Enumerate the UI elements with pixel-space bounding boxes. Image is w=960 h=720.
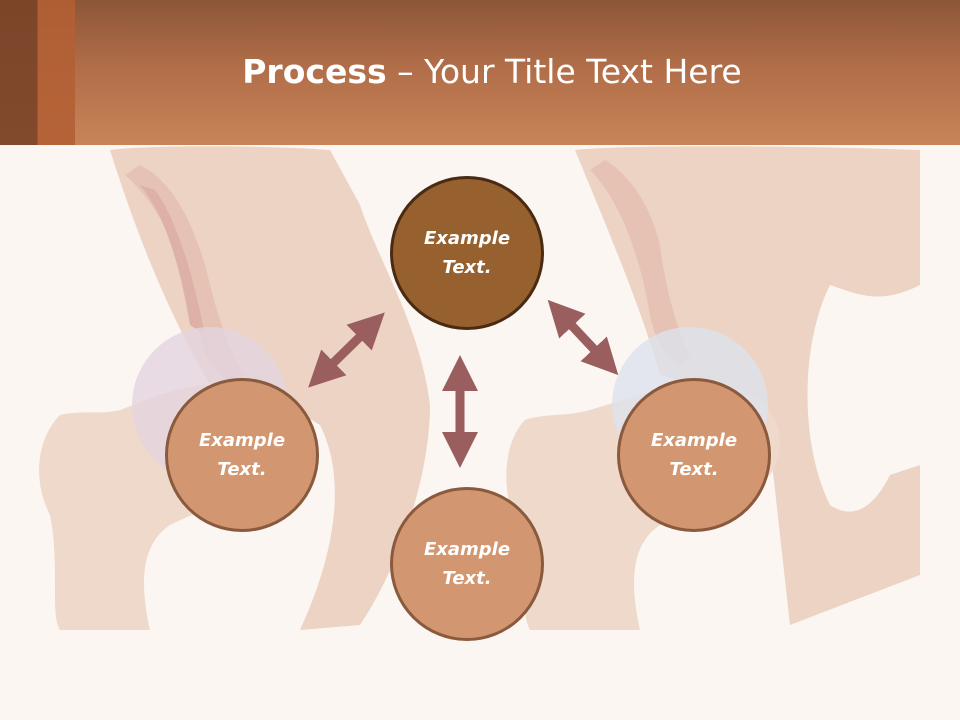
node-right-line2: Text. [669,459,719,480]
node-bottom-line1: Example [423,539,511,560]
process-node-bottom[interactable]: Example Text. [390,487,544,641]
node-right-line1: Example [650,430,738,451]
node-top-line1: Example [423,228,511,249]
header-bar [0,0,960,145]
title-bold-part: Process [242,52,387,91]
node-bottom-line2: Text. [442,568,492,589]
process-node-left[interactable]: Example Text. [165,378,319,532]
process-node-right[interactable]: Example Text. [617,378,771,532]
header-accent-block [0,0,75,145]
node-top-line2: Text. [442,257,492,278]
slide-title: Process – Your Title Text Here [0,52,960,91]
process-node-top[interactable]: Example Text. [390,176,544,330]
node-left-line1: Example [198,430,286,451]
title-rest-part: – Your Title Text Here [386,52,742,91]
node-left-line2: Text. [217,459,267,480]
